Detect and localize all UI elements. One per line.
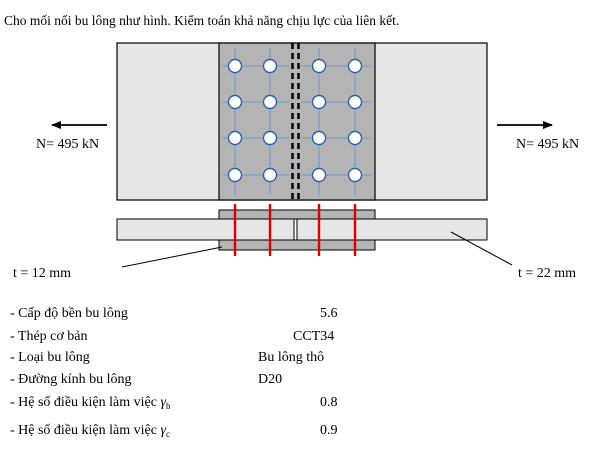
force-label-left: N= 495 kN: [36, 137, 99, 152]
bolt-hole: [262, 58, 278, 74]
thickness-label-main: t = 22 mm: [518, 266, 576, 281]
bolt-hole: [262, 167, 278, 183]
bolt-hole: [347, 130, 363, 146]
bolt-hole: [227, 130, 243, 146]
bolt-hole: [311, 130, 327, 146]
section-splice-top: [218, 209, 376, 220]
spec-value: D20: [258, 372, 283, 387]
force-label-right: N= 495 kN: [516, 137, 579, 152]
section-splice-bottom: [218, 239, 376, 251]
thickness-label-splice: t = 12 mm: [13, 266, 71, 281]
spec-row: - Hệ số điều kiện làm việc γb 0.8: [10, 395, 410, 417]
section-main-left: [116, 218, 295, 241]
bolt-hole: [227, 167, 243, 183]
spec-row: - Đường kính bu lông D20: [10, 372, 410, 394]
bolt-hole: [262, 94, 278, 110]
spec-value: 5.6: [320, 306, 338, 321]
spec-label: - Hệ số điều kiện làm việc γb: [10, 395, 171, 411]
spec-value: 0.9: [320, 423, 338, 438]
spec-label: - Thép cơ bản: [10, 329, 88, 344]
gamma-subscript: c: [165, 429, 170, 439]
section-main-right: [296, 218, 488, 241]
bolt-group: [227, 58, 363, 183]
spec-label: - Cấp độ bền bu lông: [10, 306, 128, 321]
bolt-hole: [262, 130, 278, 146]
bolted-connection-diagram: N= 495 kN N= 495 kN t = 12 mm t = 22 mm: [13, 42, 579, 281]
spec-row: - Loại bu lông Bu lông thô: [10, 350, 410, 372]
bolt-hole: [311, 167, 327, 183]
gamma-symbol: γ: [160, 423, 166, 438]
spec-label: - Hệ số điều kiện làm việc γc: [10, 423, 170, 439]
gamma-symbol: γ: [160, 395, 166, 410]
bolt-hole: [347, 58, 363, 74]
spec-label: - Loại bu lông: [10, 350, 90, 365]
bolt-hole: [227, 94, 243, 110]
spec-row: - Hệ số điều kiện làm việc γc 0.9: [10, 423, 410, 445]
spec-row: - Cấp độ bền bu lông 5.6: [10, 306, 410, 328]
bolt-hole: [347, 167, 363, 183]
bolt-hole: [311, 94, 327, 110]
leader-line-main: [450, 231, 513, 266]
bolt-section-lines: [233, 204, 357, 256]
leader-line-splice: [121, 246, 223, 268]
gamma-subscript: b: [165, 401, 171, 411]
bolt-hole: [227, 58, 243, 74]
bolt-hole: [347, 94, 363, 110]
spec-value: 0.8: [320, 395, 338, 410]
bolt-hole: [311, 58, 327, 74]
problem-statement: Cho mối nối bu lông như hình. Kiểm toán …: [4, 13, 400, 28]
spec-value: Bu lông thô: [258, 350, 325, 365]
spec-label: - Đường kính bu lông: [10, 372, 132, 387]
spec-row: - Thép cơ bản CCT34: [10, 329, 410, 351]
spec-value: CCT34: [293, 329, 335, 344]
